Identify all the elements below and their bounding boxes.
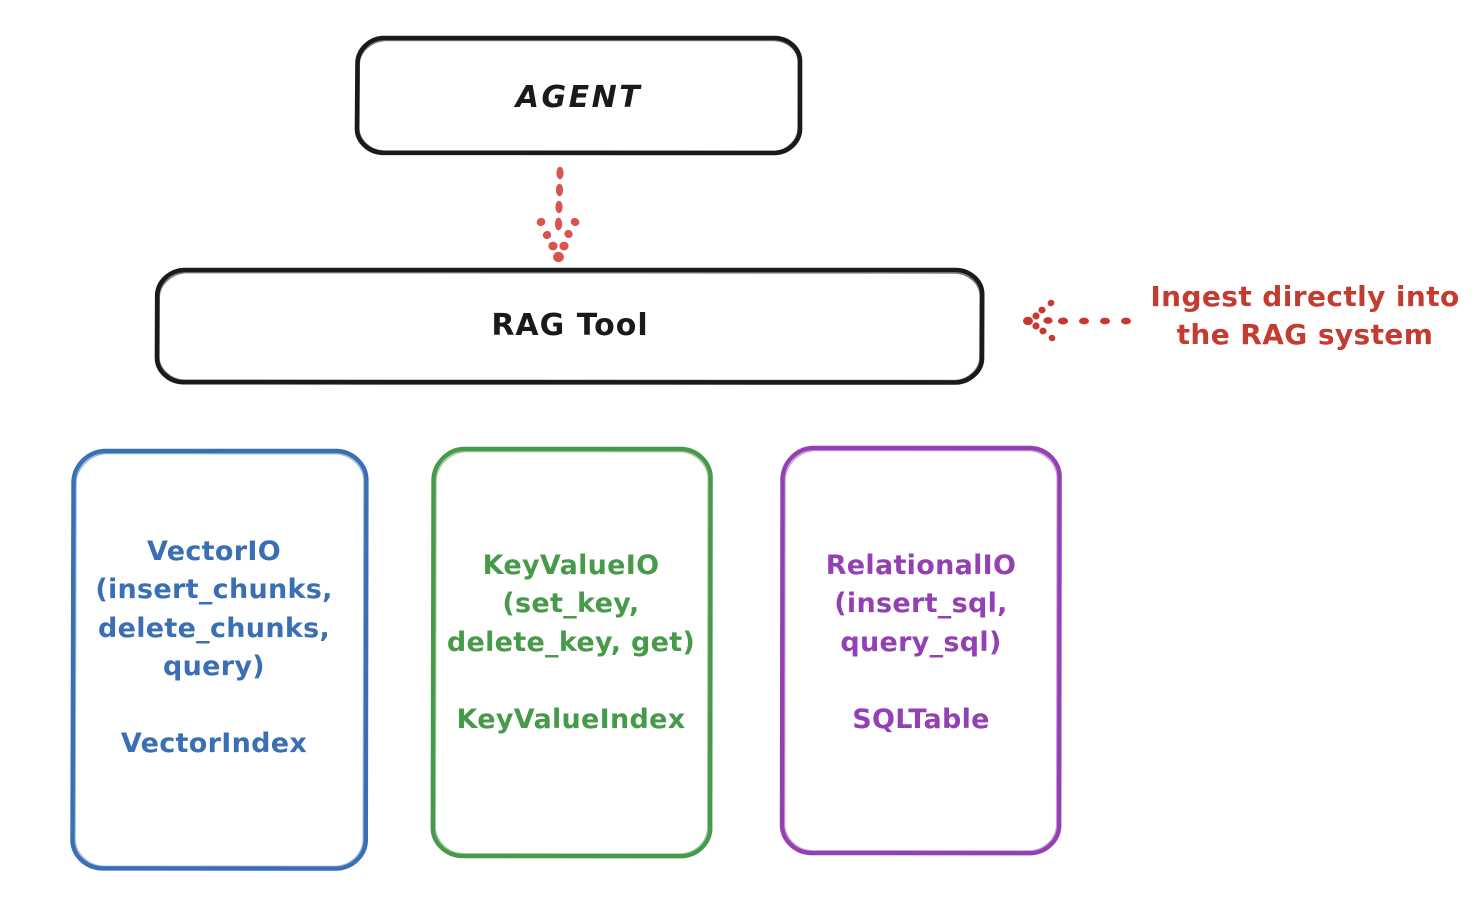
node-relational-store[interactable] xyxy=(779,445,1062,856)
agent-box-outline xyxy=(354,35,803,156)
vector-store-index-label: VectorIndex xyxy=(120,728,308,760)
edge-ingest-annotation-arrow xyxy=(1023,299,1131,342)
relational-store-box-sketch-overlay xyxy=(783,449,1058,852)
rag-tool-box-outline xyxy=(154,267,985,385)
relational-store-text: RelationalIO (insert_sql, query_sql) SQL… xyxy=(782,547,1060,739)
node-agent[interactable] xyxy=(354,35,803,156)
vector-store-box-sketch-overlay xyxy=(74,452,365,868)
key-value-store-box-outline xyxy=(430,446,713,859)
vector-store-box-outline xyxy=(70,448,369,871)
key-value-store-box-sketch-overlay xyxy=(434,450,709,855)
edge-agent-to-rag-tool-arrow xyxy=(536,166,580,263)
vector-store-interface-label: VectorIO (insert_chunks, delete_chunks, … xyxy=(95,536,333,682)
node-vector-store[interactable] xyxy=(70,448,369,871)
key-value-store-text: KeyValueIO (set_key, delete_key, get) Ke… xyxy=(430,547,712,739)
rag-tool-box-sketch-overlay xyxy=(158,271,982,382)
key-value-store-index-label: KeyValueIndex xyxy=(456,704,686,736)
relational-store-interface-label: RelationalIO (insert_sql, query_sql) xyxy=(825,550,1017,658)
key-value-store-interface-label: KeyValueIO (set_key, delete_key, get) xyxy=(446,550,696,658)
node-key-value-store[interactable] xyxy=(430,446,713,859)
relational-store-box-outline xyxy=(779,445,1062,856)
node-rag-tool[interactable] xyxy=(154,267,985,385)
agent-box-sketch-overlay xyxy=(357,39,800,153)
relational-store-index-label: SQLTable xyxy=(852,704,990,736)
vector-store-text: VectorIO (insert_chunks, delete_chunks, … xyxy=(70,533,358,764)
